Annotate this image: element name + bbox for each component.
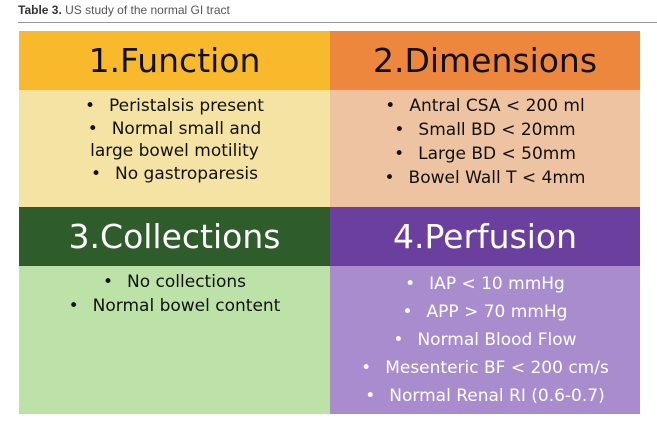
caption-label: Table 3.: [18, 3, 62, 17]
table-caption: Table 3. US study of the normal GI tract: [18, 3, 230, 17]
gi-tract-figure: 1.Function 2.Dimensions Peristalsis pres…: [19, 31, 640, 414]
list-item: Antral CSA < 200 ml: [330, 94, 640, 118]
list-item: Normal small and large bowel motility: [19, 118, 330, 162]
list-item: Small BD < 20mm: [330, 118, 640, 142]
collections-header: 3.Collections: [19, 207, 330, 266]
list-item: Peristalsis present: [19, 94, 330, 118]
list-item: IAP < 10 mmHg: [330, 270, 640, 298]
function-list: Peristalsis present Normal small and lar…: [19, 90, 330, 207]
list-item: Bowel Wall T < 4mm: [330, 166, 640, 190]
perfusion-list: IAP < 10 mmHg APP > 70 mmHg Normal Blood…: [330, 266, 640, 414]
list-item: Normal Blood Flow: [330, 326, 640, 354]
list-item: Large BD < 50mm: [330, 142, 640, 166]
dimensions-header: 2.Dimensions: [330, 31, 640, 90]
collections-list: No collections Normal bowel content: [19, 266, 330, 414]
list-item: No collections: [19, 270, 330, 294]
list-item: Normal Renal RI (0.6-0.7): [330, 382, 640, 410]
function-header: 1.Function: [19, 31, 330, 90]
perfusion-header: 4.Perfusion: [330, 207, 640, 266]
dimensions-list: Antral CSA < 200 ml Small BD < 20mm Larg…: [330, 90, 640, 207]
list-item: No gastroparesis: [19, 162, 330, 186]
caption-text: US study of the normal GI tract: [61, 3, 230, 17]
list-item: Normal bowel content: [19, 294, 330, 318]
divider: [18, 22, 657, 23]
list-item: Mesenteric BF < 200 cm/s: [330, 354, 640, 382]
list-item: APP > 70 mmHg: [330, 298, 640, 326]
